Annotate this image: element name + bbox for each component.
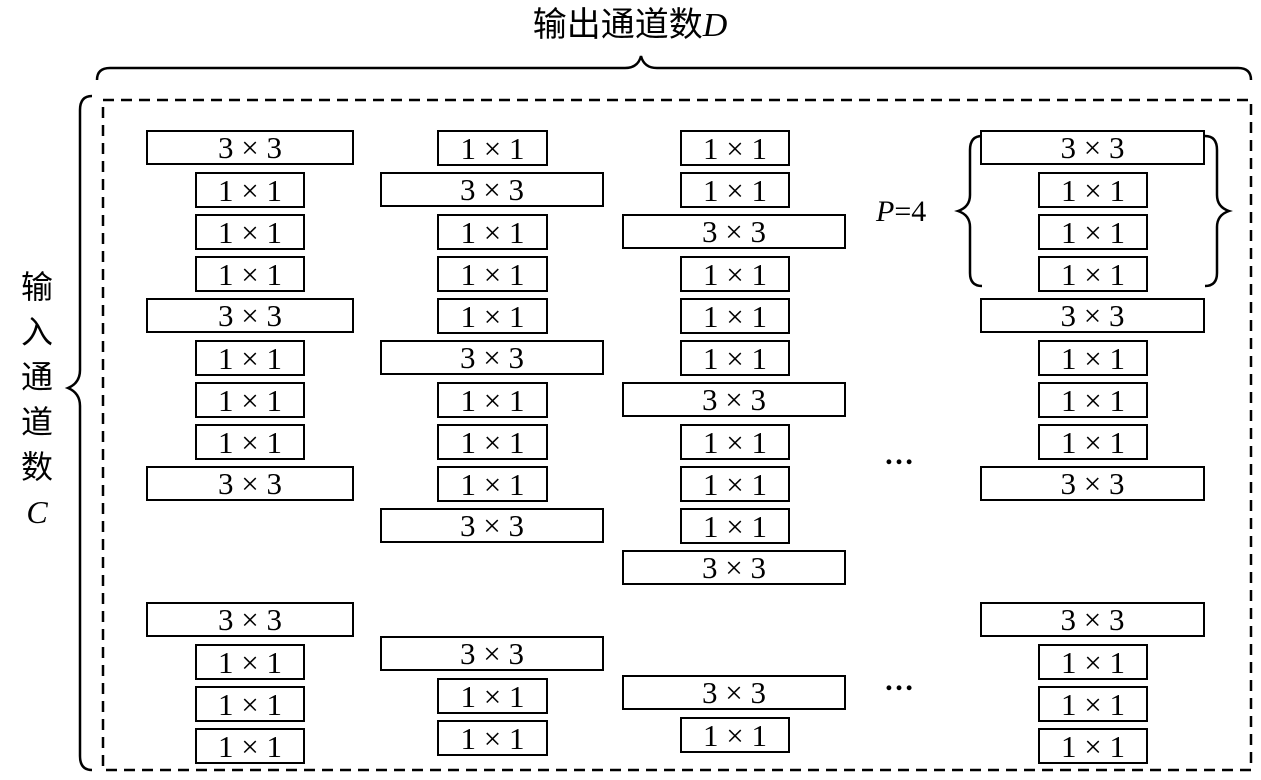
kernel-3x3-box: 3 × 3 bbox=[146, 298, 354, 333]
kernel-1x1-box: 1 × 1 bbox=[195, 256, 305, 292]
kernel-1x1-box: 1 × 1 bbox=[437, 214, 548, 250]
p-group-left-brace bbox=[954, 134, 983, 288]
kernel-3x3-box: 3 × 3 bbox=[622, 214, 846, 249]
kernel-1x1-box: 1 × 1 bbox=[195, 424, 305, 460]
p-value: =4 bbox=[894, 195, 927, 228]
kernel-1x1-box: 1 × 1 bbox=[680, 466, 790, 502]
kernel-3x3-box: 3 × 3 bbox=[622, 550, 846, 585]
kernel-1x1-box: 1 × 1 bbox=[680, 130, 790, 166]
kernel-1x1-box: 1 × 1 bbox=[1038, 382, 1148, 418]
kernel-3x3-box: 3 × 3 bbox=[980, 466, 1205, 501]
ellipsis-upper: … bbox=[884, 438, 915, 471]
kernel-3x3-box: 3 × 3 bbox=[980, 130, 1205, 165]
kernel-1x1-box: 1 × 1 bbox=[437, 466, 548, 502]
kernel-1x1-box: 1 × 1 bbox=[680, 508, 790, 544]
kernel-3x3-box: 3 × 3 bbox=[380, 340, 604, 375]
input-channels-char: 输 bbox=[20, 269, 53, 305]
kernel-3x3-box: 3 × 3 bbox=[980, 602, 1205, 637]
kernel-1x1-box: 1 × 1 bbox=[195, 214, 305, 250]
kernel-3x3-box: 3 × 3 bbox=[980, 298, 1205, 333]
kernel-3x3-box: 3 × 3 bbox=[622, 382, 846, 417]
kernel-3x3-box: 3 × 3 bbox=[146, 602, 354, 637]
dashed-boundary bbox=[101, 98, 1253, 772]
input-channels-variable: C bbox=[26, 494, 48, 530]
ellipsis-lower: … bbox=[884, 664, 915, 697]
top-brace bbox=[95, 55, 1253, 81]
kernel-1x1-box: 1 × 1 bbox=[437, 424, 548, 460]
kernel-1x1-box: 1 × 1 bbox=[195, 382, 305, 418]
input-channels-char: 入 bbox=[20, 314, 53, 350]
kernel-1x1-box: 1 × 1 bbox=[1038, 728, 1148, 764]
input-channels-title: 输 入 通 道 数 C bbox=[14, 265, 60, 535]
kernel-1x1-box: 1 × 1 bbox=[195, 340, 305, 376]
p-variable: P bbox=[876, 195, 895, 228]
p-annotation: P=4 bbox=[876, 192, 926, 232]
kernel-1x1-box: 1 × 1 bbox=[680, 172, 790, 208]
kernel-1x1-box: 1 × 1 bbox=[1038, 340, 1148, 376]
kernel-3x3-box: 3 × 3 bbox=[380, 636, 604, 671]
kernel-1x1-box: 1 × 1 bbox=[437, 130, 548, 166]
kernel-1x1-box: 1 × 1 bbox=[437, 382, 548, 418]
kernel-1x1-box: 1 × 1 bbox=[195, 728, 305, 764]
kernel-1x1-box: 1 × 1 bbox=[437, 256, 548, 292]
input-channels-char: 通 bbox=[20, 359, 53, 395]
kernel-3x3-box: 3 × 3 bbox=[622, 675, 846, 710]
kernel-1x1-box: 1 × 1 bbox=[680, 424, 790, 460]
kernel-3x3-box: 3 × 3 bbox=[380, 172, 604, 207]
output-channels-title: 输出通道数D bbox=[480, 4, 780, 48]
input-channels-char: 道 bbox=[20, 404, 53, 440]
kernel-3x3-box: 3 × 3 bbox=[146, 466, 354, 501]
kernel-1x1-box: 1 × 1 bbox=[1038, 256, 1148, 292]
kernel-3x3-box: 3 × 3 bbox=[380, 508, 604, 543]
output-channels-variable: D bbox=[702, 7, 728, 44]
kernel-3x3-box: 3 × 3 bbox=[146, 130, 354, 165]
kernel-1x1-box: 1 × 1 bbox=[437, 678, 548, 714]
kernel-1x1-box: 1 × 1 bbox=[680, 256, 790, 292]
kernel-1x1-box: 1 × 1 bbox=[1038, 424, 1148, 460]
input-channels-char: 数 bbox=[20, 449, 53, 485]
kernel-1x1-box: 1 × 1 bbox=[680, 340, 790, 376]
p-group-right-brace bbox=[1204, 134, 1233, 288]
kernel-1x1-box: 1 × 1 bbox=[195, 644, 305, 680]
kernel-1x1-box: 1 × 1 bbox=[195, 686, 305, 722]
output-channels-text: 输出通道数 bbox=[532, 7, 703, 44]
left-brace bbox=[64, 94, 93, 772]
kernel-1x1-box: 1 × 1 bbox=[437, 720, 548, 756]
kernel-1x1-box: 1 × 1 bbox=[195, 172, 305, 208]
kernel-1x1-box: 1 × 1 bbox=[680, 298, 790, 334]
kernel-1x1-box: 1 × 1 bbox=[680, 717, 790, 753]
kernel-1x1-box: 1 × 1 bbox=[437, 298, 548, 334]
kernel-1x1-box: 1 × 1 bbox=[1038, 686, 1148, 722]
kernel-1x1-box: 1 × 1 bbox=[1038, 214, 1148, 250]
kernel-1x1-box: 1 × 1 bbox=[1038, 172, 1148, 208]
kernel-1x1-box: 1 × 1 bbox=[1038, 644, 1148, 680]
